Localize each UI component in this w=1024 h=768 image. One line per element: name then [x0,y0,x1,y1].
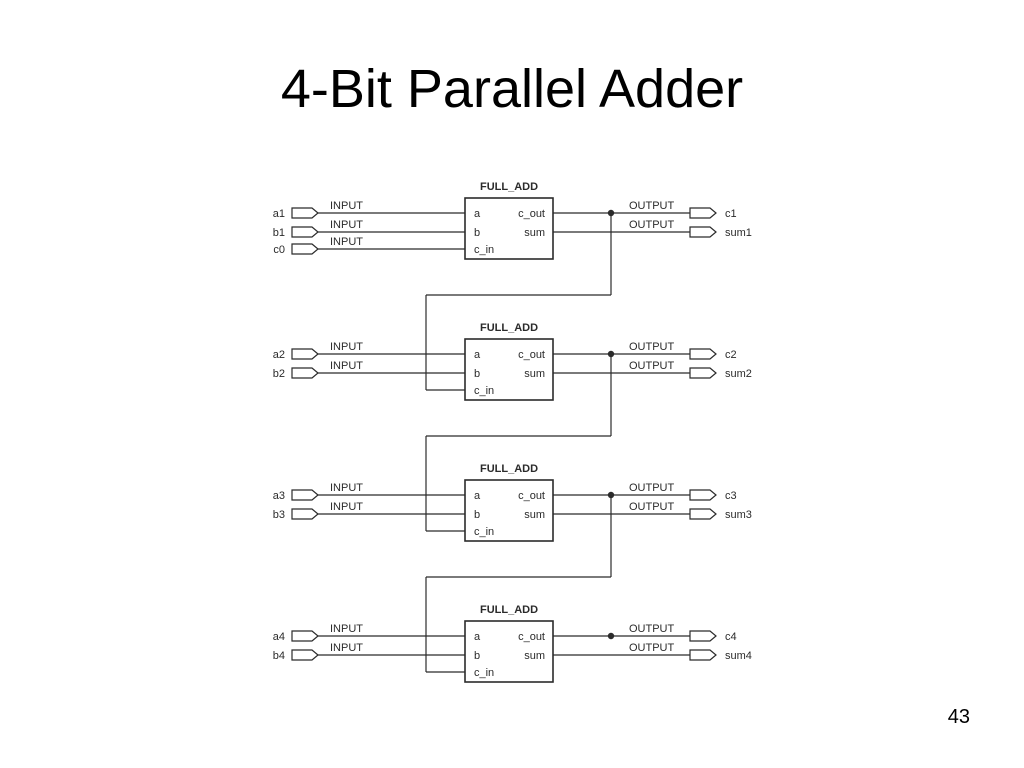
block-name-label: FULL_ADD [480,181,538,193]
input-tag-label: INPUT [330,623,363,635]
carry-out-pin [689,630,717,642]
carry-out-name: c4 [725,631,737,643]
port-c-out-label: c_out [518,349,545,361]
output-tag-label: OUTPUT [629,219,675,231]
input-a-pin [291,489,319,501]
block-name-label: FULL_ADD [480,463,538,475]
port-c-in-label: c_in [474,526,494,538]
port-b-label: b [474,368,480,380]
input-a-pin [291,630,319,642]
port-c-out-label: c_out [518,631,545,643]
output-tag-label: OUTPUT [629,501,675,513]
sum-out-name: sum2 [725,368,752,380]
port-c-out-label: c_out [518,208,545,220]
full-add-block [464,479,554,542]
port-c-out-label: c_out [518,490,545,502]
output-tag-label: OUTPUT [629,642,675,654]
output-tag-label: OUTPUT [629,360,675,372]
port-sum-label: sum [524,650,545,662]
port-a-label: a [474,490,481,502]
input-b-name: b2 [273,368,285,380]
carry-in-pin [291,243,319,255]
port-sum-label: sum [524,509,545,521]
port-a-label: a [474,631,481,643]
input-a-pin [291,207,319,219]
full-add-block [464,197,554,260]
input-b-pin [291,226,319,238]
input-b-pin [291,649,319,661]
carry-out-name: c2 [725,349,737,361]
input-tag-label: INPUT [330,200,363,212]
port-b-label: b [474,227,480,239]
block-name-label: FULL_ADD [480,322,538,334]
carry-out-name: c1 [725,208,737,220]
full-add-block [464,620,554,683]
input-a-name: a2 [273,349,285,361]
input-tag-label: INPUT [330,219,363,231]
sum-out-pin [689,367,717,379]
port-sum-label: sum [524,368,545,380]
input-tag-label: INPUT [330,642,363,654]
output-tag-label: OUTPUT [629,200,675,212]
port-a-label: a [474,349,481,361]
port-c-in-label: c_in [474,385,494,397]
input-b-name: b1 [273,227,285,239]
sum-out-pin [689,508,717,520]
input-tag-label: INPUT [330,360,363,372]
output-tag-label: OUTPUT [629,341,675,353]
input-tag-label: INPUT [330,341,363,353]
port-b-label: b [474,509,480,521]
input-a-name: a1 [273,208,285,220]
input-tag-label: INPUT [330,482,363,494]
slide-number: 43 [947,706,970,728]
input-a-name: a4 [273,631,285,643]
input-b-name: b3 [273,509,285,521]
port-a-label: a [474,208,481,220]
sum-out-name: sum4 [725,650,752,662]
input-a-name: a3 [273,490,285,502]
carry-out-name: c3 [725,490,737,502]
port-c-in-label: c_in [474,667,494,679]
junction-dot [607,632,615,640]
output-tag-label: OUTPUT [629,482,675,494]
output-tag-label: OUTPUT [629,623,675,635]
port-b-label: b [474,650,480,662]
carry-in-name: c0 [273,244,285,256]
port-sum-label: sum [524,227,545,239]
carry-out-pin [689,348,717,360]
input-b-pin [291,367,319,379]
sum-out-name: sum1 [725,227,752,239]
port-c-in-label: c_in [474,244,494,256]
input-b-name: b4 [273,650,285,662]
input-tag-label: INPUT [330,501,363,513]
sum-out-pin [689,649,717,661]
input-tag-label: INPUT [330,236,363,248]
block-name-label: FULL_ADD [480,604,538,616]
input-b-pin [291,508,319,520]
input-a-pin [291,348,319,360]
carry-out-pin [689,489,717,501]
sum-out-name: sum3 [725,509,752,521]
sum-out-pin [689,226,717,238]
full-add-block [464,338,554,401]
slide-title: 4-Bit Parallel Adder [280,59,744,119]
carry-out-pin [689,207,717,219]
